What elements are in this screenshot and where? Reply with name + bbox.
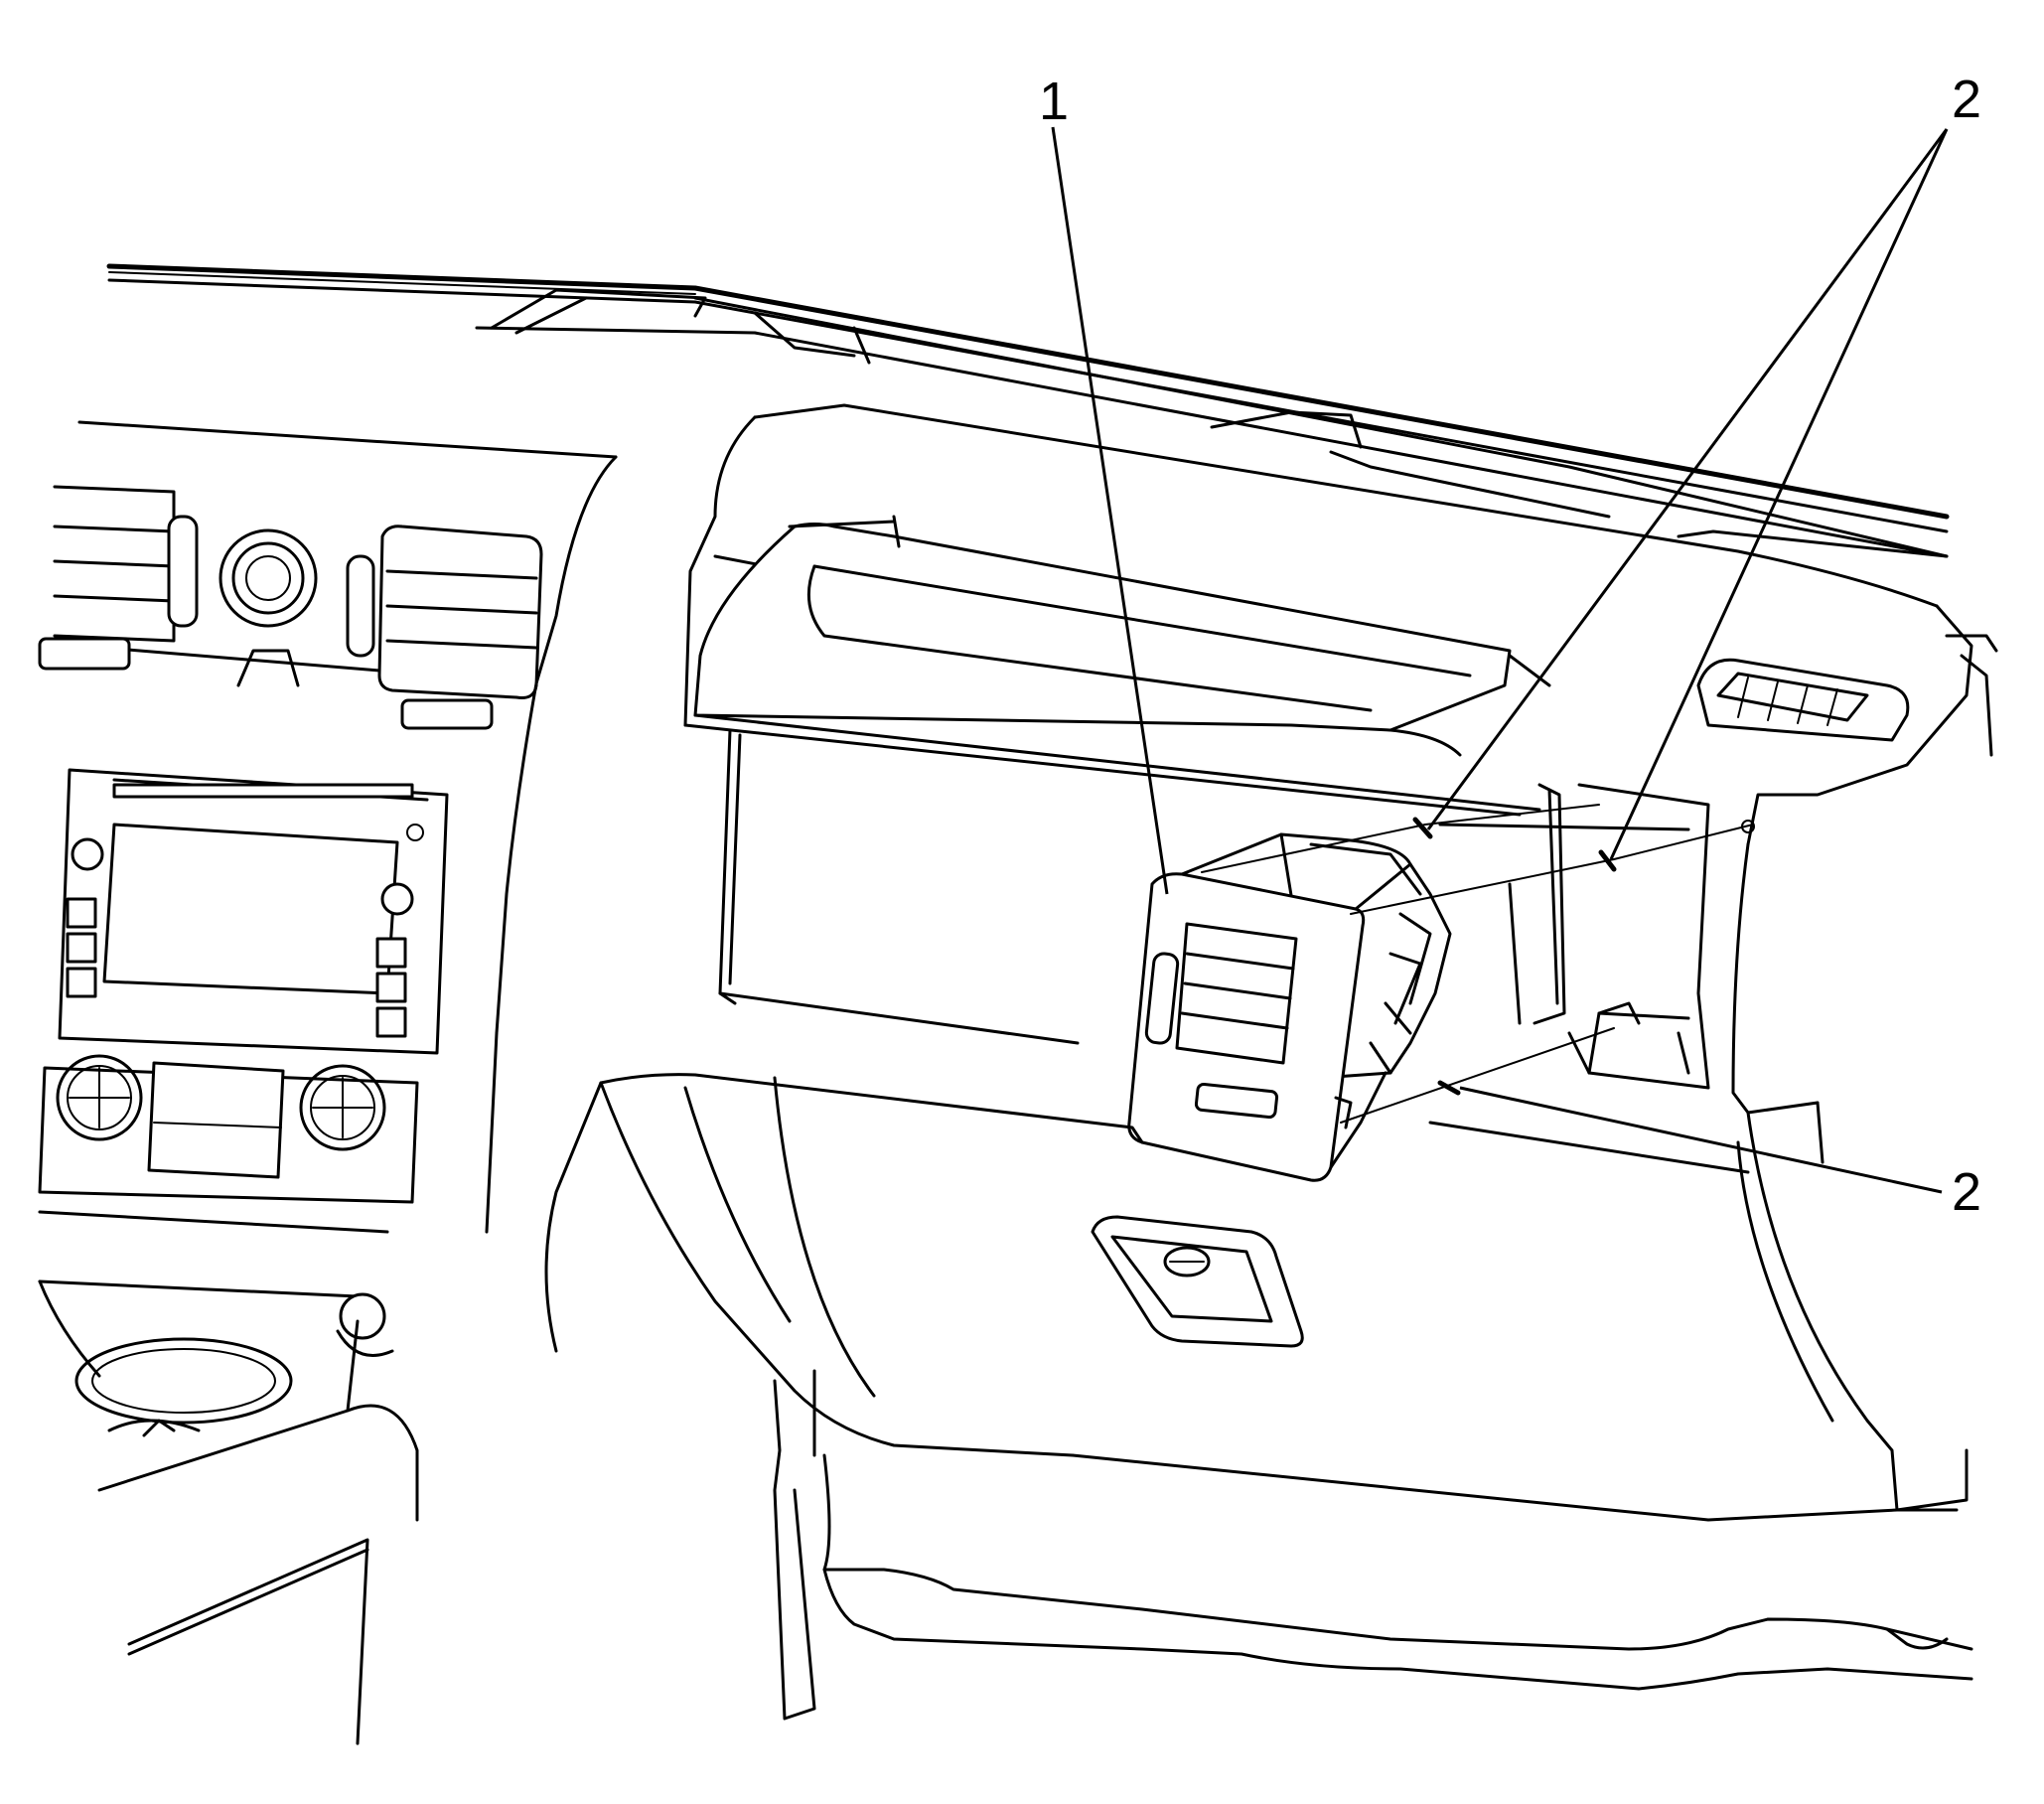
center-console-cupholder [74, 1292, 419, 1745]
glovebox-lower [544, 1073, 1973, 1721]
dash-end-cap [1731, 604, 1998, 1512]
climate-control-panel [38, 1054, 419, 1204]
right-center-vent [346, 525, 543, 730]
vent-duct-opening [1508, 783, 1710, 1090]
dash-center-stack-bezel [38, 455, 618, 1378]
fastener-clips [1412, 817, 1755, 1096]
air-vent-assembly [1127, 832, 1452, 1182]
glovebox-latch [1091, 1215, 1304, 1348]
callout-1-label: 1 [1039, 72, 1069, 131]
dash-top-edge [106, 263, 1950, 558]
left-center-vent [38, 485, 199, 671]
radio-navigation-unit [58, 768, 449, 1055]
fastener-alignment-lines [1201, 804, 1754, 1124]
knee-bolster-recess [718, 728, 1080, 1045]
passenger-dash-upper [683, 403, 1939, 812]
callout-leaders [1051, 126, 1949, 1194]
hazard-knob [219, 528, 318, 687]
callout-2-top-label: 2 [1952, 70, 1981, 129]
side-window-defog-vent [1696, 658, 1910, 742]
callout-2-bottom-label: 2 [1952, 1162, 1981, 1222]
